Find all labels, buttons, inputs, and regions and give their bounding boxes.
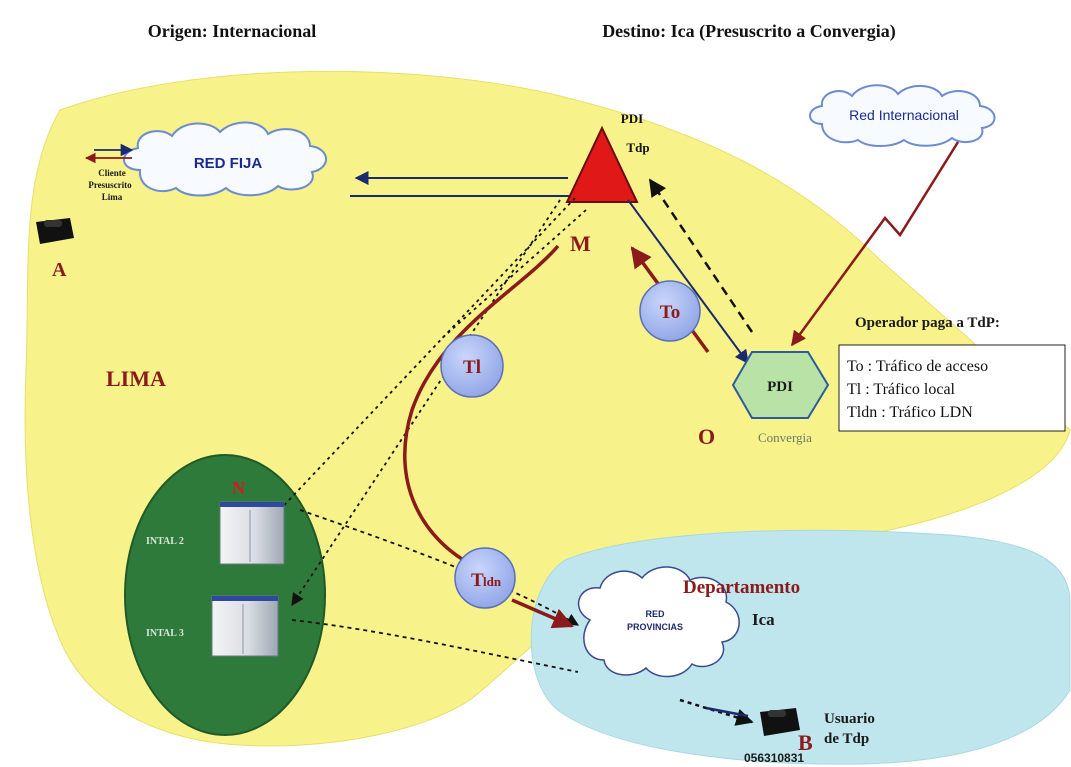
- intal3-to-provincias-dashed: [291, 619, 579, 673]
- red-fija-cloud: RED FIJA: [123, 121, 327, 197]
- point-n-label: N: [232, 478, 245, 498]
- user-label-1: Usuario: [824, 711, 875, 727]
- user-link-navy: [705, 706, 749, 718]
- central-n-region: [124, 454, 326, 736]
- point-b-label: B: [798, 730, 813, 755]
- legend-item-tl: Tl : Tráfico local: [847, 381, 956, 398]
- international-link: [790, 141, 960, 347]
- legend-item-to: To : Tráfico de acceso: [847, 358, 988, 375]
- intal2-label: INTAL 2: [146, 536, 184, 547]
- intal3-cabinet: [211, 595, 279, 657]
- destination-header: Destino: Ica (Presuscrito a Convergia): [602, 21, 896, 42]
- pdi-to-convergia-line: [627, 199, 749, 365]
- origin-header: Origen: Internacional: [148, 21, 317, 41]
- tl-label: Tl: [463, 357, 481, 378]
- phone-icon-a: [36, 218, 74, 244]
- intal2-cabinet: [219, 501, 285, 565]
- point-o-label: O: [698, 424, 715, 449]
- pdi-to-intal-extra-dotted: [439, 209, 587, 341]
- traffic-path: [403, 244, 560, 570]
- convergia-to-pdi-dashed: [648, 178, 754, 333]
- point-m-label: M: [570, 231, 591, 256]
- tl-traffic-node: Tl: [440, 334, 504, 398]
- legend-heading: Operador paga a TdP:: [855, 315, 1000, 331]
- user-phone-number: 056310831: [744, 751, 804, 765]
- department-label: Departamento: [683, 577, 800, 598]
- red-fija-label: RED FIJA: [194, 155, 263, 172]
- red-internacional-label: Red Internacional: [849, 107, 959, 123]
- point-a-label: A: [52, 259, 67, 281]
- client-label-2: Presuscrito: [88, 180, 132, 190]
- red-provincias-cloud: RED PROVINCIAS: [577, 566, 740, 678]
- client-label-3: Lima: [102, 192, 123, 202]
- intal3-label: INTAL 3: [146, 628, 184, 639]
- tldn-to-provincias-arrow: [511, 598, 574, 629]
- legend-box: [838, 344, 1066, 432]
- lima-label: LIMA: [106, 366, 166, 391]
- user-label-2: de Tdp: [824, 731, 869, 747]
- to-label: To: [660, 302, 680, 323]
- red-provincias-label-1: RED: [645, 609, 665, 619]
- legend-item-tldn: Tldn : Tráfico LDN: [847, 404, 973, 421]
- pdi-tdp-triangle: [565, 125, 639, 203]
- convergia-caption: Convergia: [758, 430, 812, 445]
- pdi-convergia-hexagon: PDI: [731, 351, 830, 419]
- intal2-to-provincias-dashed: [299, 509, 580, 626]
- red-internacional-cloud: Red Internacional: [809, 84, 996, 147]
- tldn-label-main: T: [471, 570, 484, 591]
- pdi-tdp-label-2: Tdp: [626, 140, 649, 155]
- client-label-1: Cliente: [98, 168, 126, 178]
- to-traffic-node: To: [639, 280, 701, 342]
- red-provincias-label-2: PROVINCIAS: [627, 622, 683, 632]
- ica-label: Ica: [752, 610, 775, 629]
- phone-icon-b: [760, 708, 800, 736]
- tldn-label-sub: ldn: [483, 574, 502, 589]
- tldn-traffic-node: T ldn: [454, 547, 516, 609]
- pdi-tdp-label-1: PDI: [621, 111, 643, 126]
- pdi-convergia-label: PDI: [767, 379, 793, 395]
